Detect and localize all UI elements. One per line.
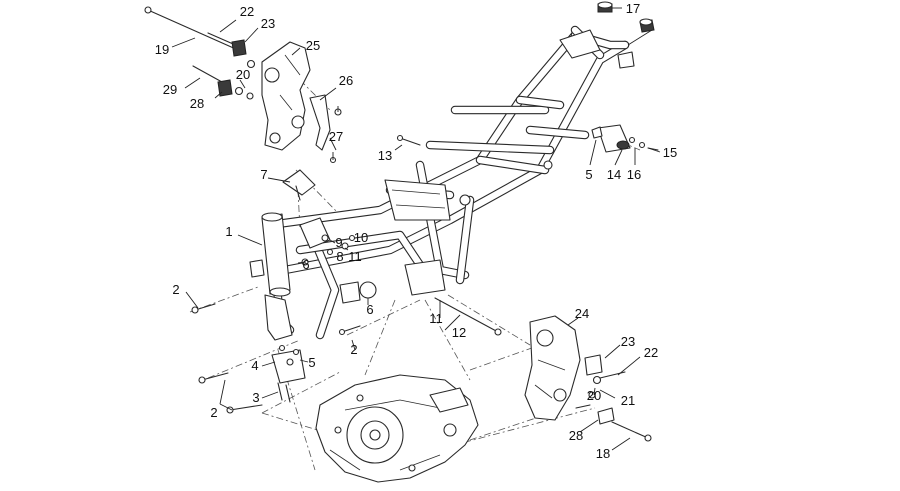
callout-4: 4	[251, 358, 258, 373]
callout-23-lower: 23	[621, 334, 635, 349]
callout-5-left: 5	[308, 355, 315, 370]
center-fasteners	[321, 234, 356, 256]
callout-20-lower: 20	[587, 388, 601, 403]
callout-6-upper: 6	[302, 257, 309, 272]
callout-16: 16	[627, 167, 641, 182]
main-frame	[265, 25, 630, 340]
callout-labels: 22 23 19 25 20 29 26 28 27 17 13 7 15 5 …	[155, 1, 677, 461]
rear-mount-bushings	[559, 1, 655, 69]
callout-2-upper: 2	[172, 282, 179, 297]
callout-28: 28	[190, 96, 204, 111]
callout-12: 12	[452, 325, 466, 340]
left-engine-mount-plate	[261, 41, 342, 164]
callout-15: 15	[663, 145, 677, 160]
callout-13: 13	[378, 148, 392, 163]
callout-11-lower: 11	[429, 311, 443, 326]
callout-22: 22	[240, 4, 254, 19]
callout-11-upper: 11	[348, 249, 362, 264]
engine-crankcase	[315, 374, 479, 483]
callout-6-lower: 6	[366, 302, 373, 317]
callout-20: 20	[236, 67, 250, 82]
callout-28-lower: 28	[569, 428, 583, 443]
bolt-13	[396, 134, 421, 146]
callout-23: 23	[261, 16, 275, 31]
callout-17: 17	[626, 1, 640, 16]
callout-18: 18	[596, 446, 610, 461]
right-engine-mount-plate	[524, 315, 652, 442]
callout-10: 10	[354, 230, 368, 245]
callout-24: 24	[575, 306, 589, 321]
callout-7: 7	[260, 167, 267, 182]
callout-5-right: 5	[585, 167, 592, 182]
through-bolt-12	[434, 297, 502, 336]
head-tube	[249, 160, 553, 341]
callout-22-lower: 22	[644, 345, 658, 360]
callout-9: 9	[335, 235, 342, 250]
leader-lines	[171, 7, 661, 451]
callout-8: 8	[336, 249, 343, 264]
callout-3: 3	[252, 390, 259, 405]
callout-14: 14	[607, 167, 621, 182]
callout-29: 29	[163, 82, 177, 97]
side-bracket-assembly	[591, 124, 659, 153]
callout-25: 25	[306, 38, 320, 53]
callout-2-lower: 2	[210, 405, 217, 420]
bracket-7	[282, 169, 316, 201]
callout-26: 26	[339, 73, 353, 88]
callout-21: 21	[621, 393, 635, 408]
callout-27: 27	[329, 129, 343, 144]
callout-1: 1	[225, 224, 232, 239]
callout-2-center: 2	[350, 342, 357, 357]
callout-19: 19	[155, 42, 169, 57]
